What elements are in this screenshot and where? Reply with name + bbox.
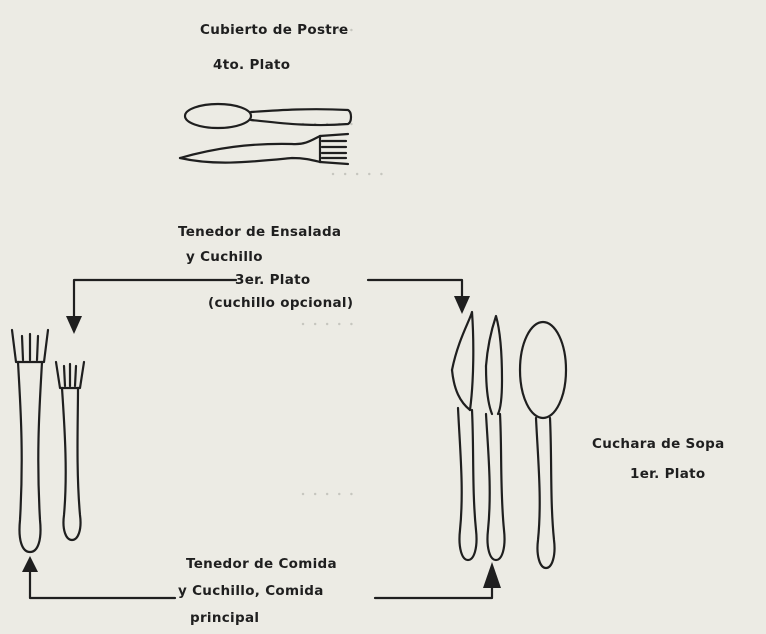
- main-title-3: principal: [190, 610, 260, 626]
- dessert-spoon-icon: [183, 102, 353, 130]
- salad-knife-icon: [484, 314, 506, 562]
- salad-title: Tenedor de Ensalada: [178, 224, 342, 240]
- dessert-title: Cubierto de Postre: [200, 22, 349, 38]
- soup-spoon-icon: [518, 320, 568, 570]
- soup-course: 1er. Plato: [630, 466, 706, 482]
- arrow-icon: [22, 296, 501, 588]
- salad-course: 3er. Plato: [235, 272, 311, 288]
- main-title: Tenedor de Comida: [186, 556, 337, 572]
- salad-note: (cuchillo opcional): [208, 295, 354, 311]
- dinner-fork-icon: [10, 328, 50, 554]
- dessert-course: 4to. Plato: [213, 57, 291, 73]
- dessert-fork-icon: [178, 132, 350, 166]
- salad-title-2: y Cuchillo: [186, 249, 263, 265]
- salad-fork-icon: [54, 360, 86, 542]
- salad-bracket: [72, 278, 464, 324]
- main-title-2: y Cuchillo, Comida: [178, 583, 324, 599]
- soup-title: Cuchara de Sopa: [592, 436, 725, 452]
- dinner-knife-icon: [450, 310, 478, 562]
